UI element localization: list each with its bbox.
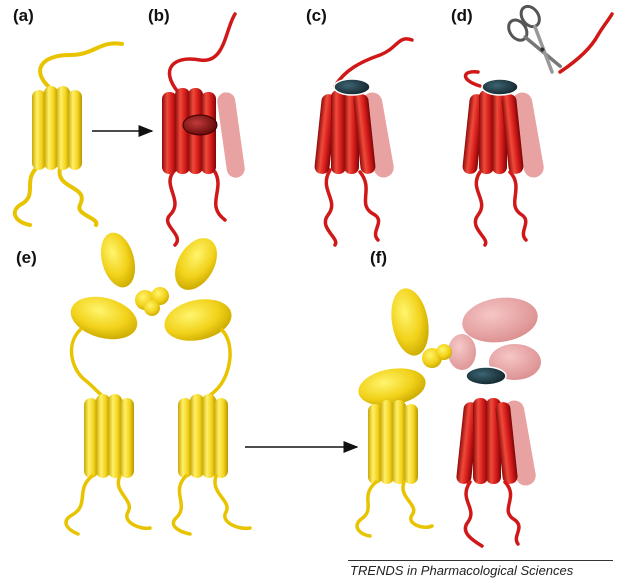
- helix: [202, 394, 216, 478]
- lobe: [70, 296, 138, 340]
- extracellular-domain: [70, 232, 232, 341]
- linker: [69, 328, 107, 400]
- n-terminus-tail: [463, 70, 482, 88]
- c-terminus-tail: [171, 474, 192, 536]
- panel-label-e: (e): [16, 248, 37, 267]
- helix: [462, 94, 485, 174]
- c-terminus-tail: [323, 168, 338, 247]
- helix-ghost: [512, 92, 544, 178]
- intracellular-loop: [213, 474, 252, 531]
- helix-ghost: [362, 92, 394, 178]
- helix: [175, 88, 190, 174]
- helix: [392, 400, 406, 484]
- intracellular-loop: [57, 166, 99, 227]
- helix-ghost: [217, 92, 245, 178]
- helix: [314, 94, 337, 174]
- helix: [190, 394, 204, 478]
- n-terminus-tail: [38, 41, 124, 90]
- lobe: [358, 368, 426, 406]
- panel-label-a: (a): [13, 6, 34, 25]
- c-terminus-tail: [166, 168, 179, 247]
- intracellular-loop: [508, 170, 528, 242]
- panel-label-d: (d): [451, 6, 473, 25]
- hinge: [144, 300, 160, 316]
- journal-credit: TRENDS in Pharmacological Sciences: [350, 563, 574, 578]
- ligand-bound: [465, 366, 507, 386]
- intracellular-loop: [213, 170, 227, 222]
- intracellular-loop: [116, 474, 152, 531]
- hinge: [436, 344, 452, 360]
- panel-d-receptor: [462, 12, 614, 247]
- helix: [404, 404, 418, 484]
- lobe: [100, 232, 136, 288]
- helix: [120, 398, 134, 478]
- helix: [501, 94, 524, 174]
- panel-b-receptor: [162, 12, 245, 247]
- helix: [162, 92, 177, 174]
- lobe-ghost: [448, 334, 476, 370]
- intracellular-loop: [358, 170, 381, 242]
- helix: [473, 398, 488, 484]
- helix: [331, 90, 346, 174]
- helix: [96, 394, 110, 478]
- scissors-icon: [507, 4, 562, 74]
- helix: [32, 90, 46, 170]
- helix: [44, 86, 58, 170]
- hinge: [151, 287, 169, 305]
- lobe: [164, 299, 232, 341]
- helix: [495, 402, 518, 484]
- intracellular-loop: [503, 480, 521, 546]
- c-terminus-tail: [64, 474, 94, 536]
- helix: [479, 90, 494, 174]
- lobe: [391, 288, 429, 356]
- intracellular-loop: [401, 480, 434, 529]
- helix: [56, 86, 70, 170]
- helix: [108, 394, 122, 478]
- helix: [353, 94, 376, 174]
- right-receptor: [171, 394, 252, 536]
- left-receptor: [64, 394, 152, 536]
- n-terminus-tail: [333, 37, 414, 88]
- helix: [68, 90, 82, 170]
- panel-f-dimer: [355, 288, 541, 548]
- panel-label-b: (b): [148, 6, 170, 25]
- lobe-ghost: [462, 297, 538, 343]
- helix: [380, 400, 394, 484]
- panel-e-dimer: [64, 232, 252, 536]
- ligand-bound: [333, 78, 371, 96]
- n-terminus-tail: [167, 12, 237, 94]
- helix: [214, 398, 228, 478]
- cleaved-n-terminus: [558, 12, 614, 74]
- helix: [178, 398, 192, 478]
- footer-rule: [348, 560, 613, 561]
- panel-label-f: (f): [370, 248, 387, 267]
- helix-ghost: [504, 400, 536, 486]
- c-terminus-tail: [463, 480, 484, 548]
- helix: [368, 404, 382, 484]
- panel-a-receptor: [12, 41, 124, 227]
- c-terminus-tail: [473, 170, 488, 247]
- panel-label-c: (c): [306, 6, 327, 25]
- c-terminus-tail: [12, 163, 42, 227]
- panel-c-receptor: [314, 37, 414, 247]
- ligand-bound: [182, 114, 218, 136]
- linker: [198, 328, 232, 404]
- helix: [84, 398, 98, 478]
- ligand-bound: [481, 78, 519, 96]
- lobe: [175, 238, 217, 290]
- c-terminus-tail: [355, 480, 378, 538]
